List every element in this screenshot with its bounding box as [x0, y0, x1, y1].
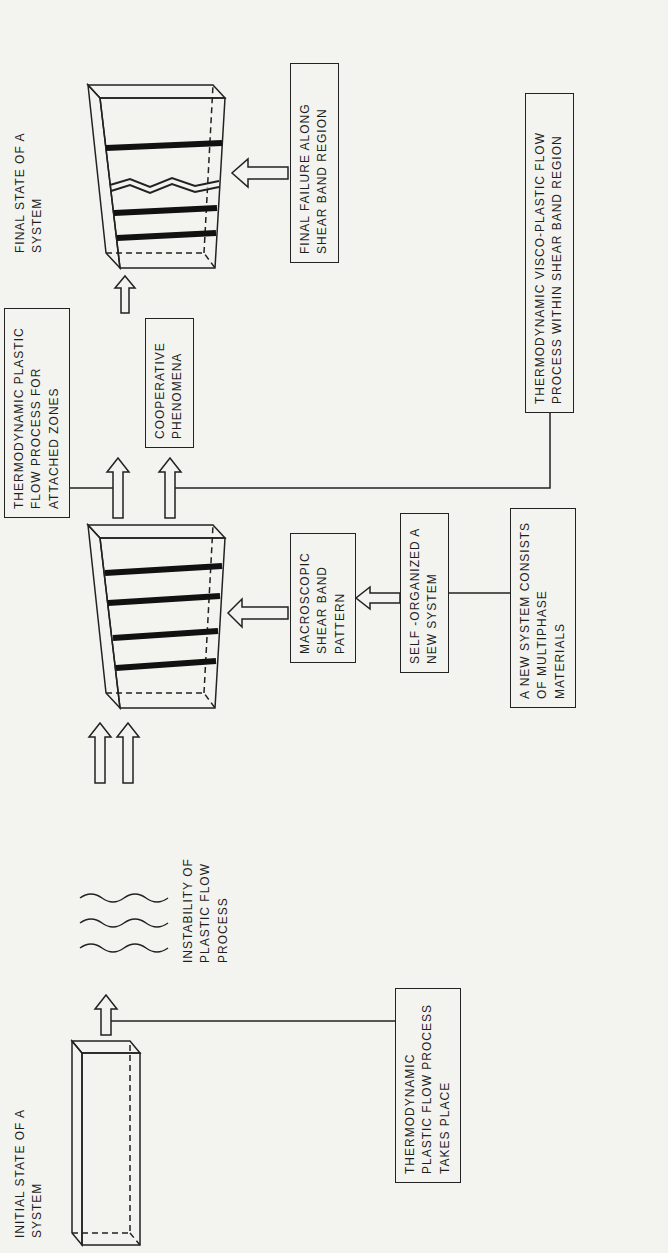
label-text: INITIAL STATE OF A SYSTEM [12, 1078, 47, 1238]
box-text: SELF -ORGANIZED A NEW SYSTEM [407, 522, 442, 664]
state-label: INITIAL STATE OF A SYSTEM [12, 1078, 47, 1238]
process-box: SELF -ORGANIZED A NEW SYSTEM [400, 513, 449, 673]
process-box: FINAL FAILURE ALONG SHEAR BAND REGION [290, 63, 339, 263]
box-text: MACROSCOPIC SHEAR BAND PATTERN [297, 542, 349, 654]
label-text: FINAL STATE OF A SYSTEM [12, 93, 47, 253]
box-text: THERMODYNAMIC PLASTIC FLOW PROCESS FOR A… [11, 317, 63, 509]
open-arrow [117, 723, 139, 783]
state-label: FINAL STATE OF A SYSTEM [12, 93, 47, 253]
open-arrow [232, 159, 288, 187]
open-arrow [95, 995, 117, 1035]
box-text: THERMODYNAMIC VISCO-PLASTIC FLOW PROCESS… [532, 102, 567, 404]
label-text: INSTABILITY OF PLASTIC FLOW PROCESS [180, 813, 232, 963]
process-box: THERMODYNAMIC PLASTIC FLOW PROCESS TAKES… [395, 988, 461, 1183]
leader-line [111, 1020, 420, 1022]
leader-line [175, 393, 550, 488]
shear-band-block [88, 525, 225, 708]
initial-block [72, 1041, 140, 1245]
process-box: THERMODYNAMIC PLASTIC FLOW PROCESS FOR A… [4, 308, 70, 518]
connector [356, 587, 400, 609]
box-text: FINAL FAILURE ALONG SHEAR BAND REGION [297, 72, 332, 254]
instability-waves [80, 894, 168, 952]
open-arrow [228, 599, 288, 627]
open-arrow [115, 276, 135, 313]
failed-block [88, 85, 225, 268]
process-box: A NEW SYSTEM CONSISTS OF MULTIPHASE MATE… [510, 508, 576, 708]
process-box: THERMODYNAMIC VISCO-PLASTIC FLOW PROCESS… [525, 93, 574, 413]
process-box: MACROSCOPIC SHEAR BAND PATTERN [290, 533, 356, 663]
process-box: COOPERATIVE PHENOMENA [145, 318, 194, 448]
box-text: A NEW SYSTEM CONSISTS OF MULTIPHASE MATE… [517, 517, 569, 699]
connector [449, 592, 510, 594]
box-text: THERMODYNAMIC PLASTIC FLOW PROCESS TAKES… [402, 997, 454, 1174]
state-label: INSTABILITY OF PLASTIC FLOW PROCESS [180, 813, 232, 963]
open-arrow [89, 723, 111, 783]
box-text: COOPERATIVE PHENOMENA [152, 327, 187, 439]
